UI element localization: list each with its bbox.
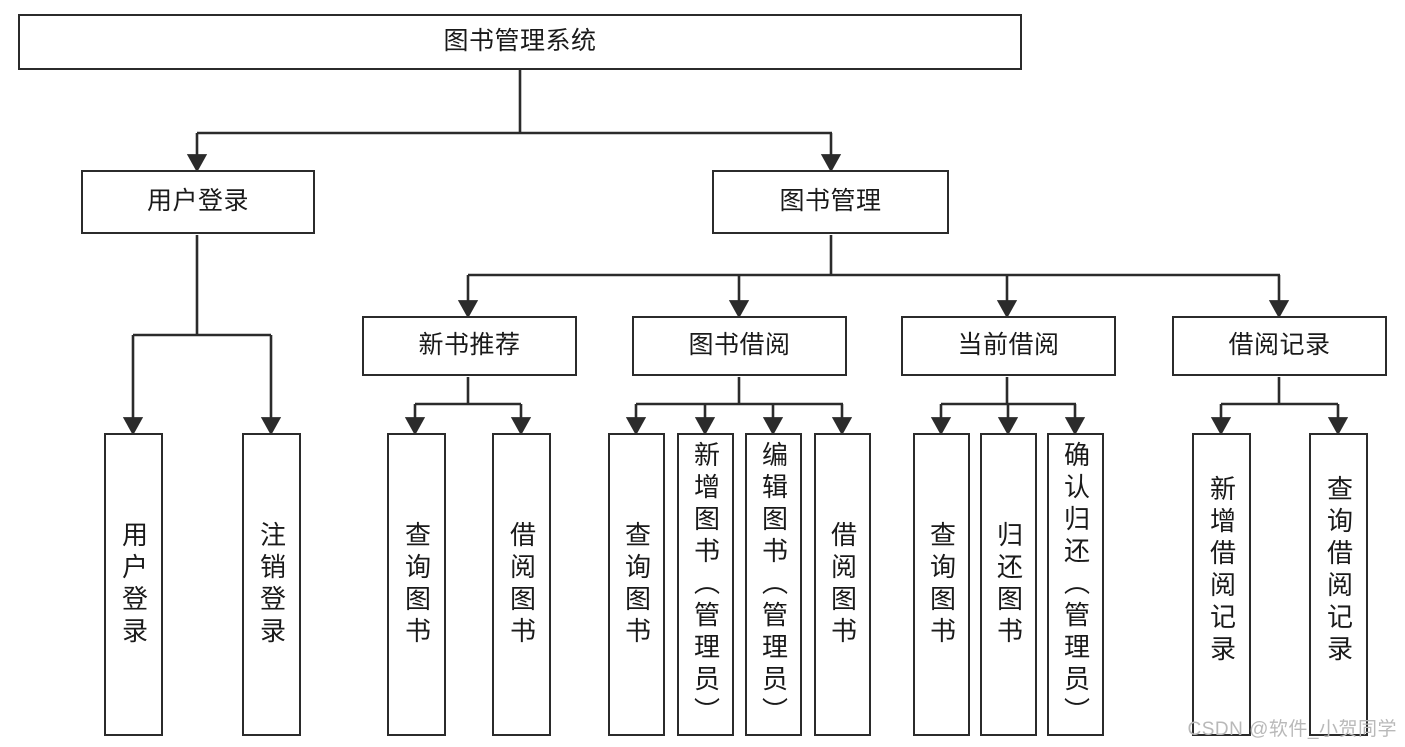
node-leaf-add-record-label: 新增借阅记录 <box>1206 475 1237 667</box>
node-leaf-query-book-1[interactable]: 查询图书 <box>387 433 446 736</box>
node-user-login-label: 用户登录 <box>146 187 249 216</box>
node-leaf-query-book-2[interactable]: 查询图书 <box>608 433 665 736</box>
node-leaf-user-login[interactable]: 用户登录 <box>104 433 163 736</box>
node-book-borrow-label: 图书借阅 <box>688 331 791 360</box>
node-leaf-add-record[interactable]: 新增借阅记录 <box>1192 433 1251 736</box>
node-root-label: 图书管理系统 <box>443 27 597 56</box>
node-leaf-query-book-3[interactable]: 查询图书 <box>913 433 970 736</box>
node-leaf-edit-book-label: 编辑图书（管理员） <box>758 441 789 729</box>
node-leaf-user-login-label: 用户登录 <box>118 521 149 649</box>
node-leaf-query-book-1-label: 查询图书 <box>401 521 432 649</box>
node-leaf-logout-login[interactable]: 注销登录 <box>242 433 301 736</box>
node-new-book-recommend-label: 新书推荐 <box>418 331 521 360</box>
node-leaf-logout-login-label: 注销登录 <box>256 521 287 649</box>
node-leaf-add-book[interactable]: 新增图书（管理员） <box>677 433 734 736</box>
node-leaf-borrow-book-1[interactable]: 借阅图书 <box>492 433 551 736</box>
node-book-borrow[interactable]: 图书借阅 <box>632 316 847 376</box>
node-borrow-record[interactable]: 借阅记录 <box>1172 316 1387 376</box>
watermark: CSDN @软件_小贺同学 <box>1187 719 1397 740</box>
node-leaf-query-record-label: 查询借阅记录 <box>1323 475 1354 667</box>
node-book-manage-label: 图书管理 <box>779 187 882 216</box>
node-current-borrow-label: 当前借阅 <box>957 331 1060 360</box>
node-leaf-borrow-book-1-label: 借阅图书 <box>506 521 537 649</box>
node-leaf-confirm-return[interactable]: 确认归还（管理员） <box>1047 433 1104 736</box>
node-borrow-record-label: 借阅记录 <box>1228 331 1331 360</box>
node-leaf-borrow-book-2-label: 借阅图书 <box>827 521 858 649</box>
node-leaf-query-book-2-label: 查询图书 <box>621 521 652 649</box>
node-leaf-return-book-label: 归还图书 <box>993 521 1024 649</box>
node-leaf-confirm-return-label: 确认归还（管理员） <box>1060 441 1091 729</box>
node-new-book-recommend[interactable]: 新书推荐 <box>362 316 577 376</box>
node-root[interactable]: 图书管理系统 <box>18 14 1022 70</box>
node-current-borrow[interactable]: 当前借阅 <box>901 316 1116 376</box>
node-leaf-borrow-book-2[interactable]: 借阅图书 <box>814 433 871 736</box>
node-book-manage[interactable]: 图书管理 <box>712 170 949 234</box>
node-leaf-return-book[interactable]: 归还图书 <box>980 433 1037 736</box>
node-leaf-query-book-3-label: 查询图书 <box>926 521 957 649</box>
node-user-login[interactable]: 用户登录 <box>81 170 315 234</box>
node-leaf-edit-book[interactable]: 编辑图书（管理员） <box>745 433 802 736</box>
node-leaf-add-book-label: 新增图书（管理员） <box>690 441 721 729</box>
node-leaf-query-record[interactable]: 查询借阅记录 <box>1309 433 1368 736</box>
